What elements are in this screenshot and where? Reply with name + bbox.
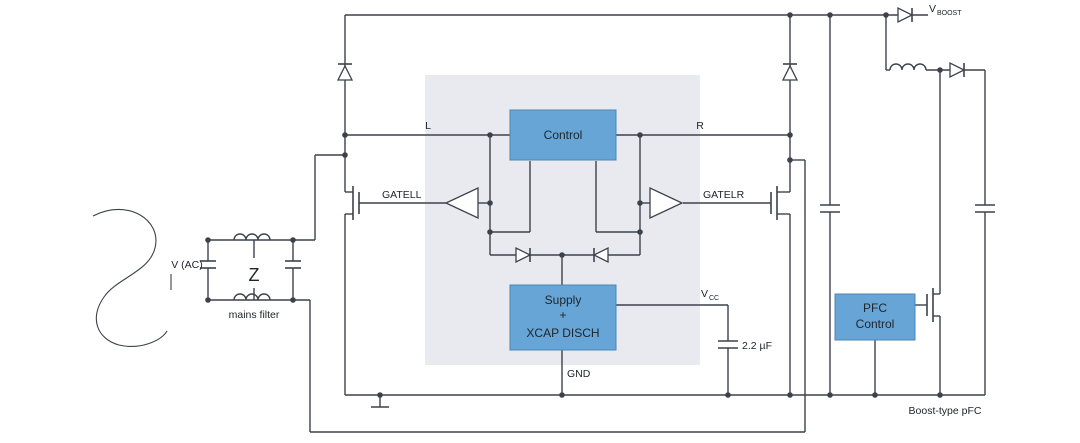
junction-dot [937, 392, 943, 398]
label-vcc-base: V [701, 288, 708, 300]
label-line-r: R [696, 120, 704, 132]
output-capacitor-icon [975, 204, 995, 213]
pfc-control-block [834, 293, 916, 341]
junction-dot [487, 200, 493, 206]
xcap-right-icon [285, 260, 301, 269]
junction-dot [342, 132, 348, 138]
junction-dot [883, 12, 889, 18]
label-gatell: GATELL [382, 189, 422, 201]
junction-dot [290, 297, 296, 303]
label-boost-type: Boost-type pFC [909, 405, 982, 417]
junction-dot [205, 237, 211, 243]
vboost-diode-icon [897, 6, 914, 24]
vcc-capacitor-icon [718, 340, 738, 349]
junction-dot [637, 132, 643, 138]
junction-dot [937, 67, 943, 73]
label-vac: V (AC) [171, 259, 203, 271]
junction-dot [787, 12, 793, 18]
junction-dot [559, 392, 565, 398]
junction-dot [342, 152, 348, 158]
supply-block-line3: XCAP DISCH [526, 326, 599, 340]
control-block-label: Control [544, 128, 583, 142]
junction-dot [487, 132, 493, 138]
junction-dot [290, 237, 296, 243]
label-vboost-sub: BOOST [937, 10, 962, 17]
junction-dot [787, 392, 793, 398]
label-cap-value: 2.2 µF [742, 340, 772, 352]
filter-inductor-top-icon [233, 233, 271, 241]
label-gnd: GND [567, 368, 591, 380]
or-diode-left-icon [515, 246, 532, 264]
boost-diode-icon [949, 61, 966, 79]
junction-dot [827, 12, 833, 18]
or-diode-right-icon [592, 246, 609, 264]
xcap-left-icon [200, 260, 216, 269]
sine-wave [92, 208, 168, 347]
label-vcc-sub: CC [709, 295, 719, 302]
junction-dot [559, 252, 565, 258]
junction-dot [787, 157, 793, 163]
label-gatelr: GATELR [703, 189, 745, 201]
junction-dot [637, 229, 643, 235]
bridge-diode-left-icon [336, 63, 354, 81]
junction-dot [487, 229, 493, 235]
label-impedance: Z [249, 265, 260, 285]
supply-block-line1: Supply [545, 293, 582, 307]
boost-inductor-icon [889, 63, 927, 71]
junction-dot [377, 392, 383, 398]
filter-inductor-bottom-icon [233, 293, 271, 301]
gate-driver-right-icon [649, 186, 684, 220]
supply-block [509, 284, 617, 351]
bus-capacitor-icon [820, 204, 840, 213]
gate-driver-left-icon [444, 186, 479, 220]
mosfet-right-icon [770, 186, 790, 220]
bridge-diode-right-icon [781, 63, 799, 81]
label-vboost-base: V [929, 3, 936, 15]
junction-dot [827, 392, 833, 398]
junction-dot [205, 297, 211, 303]
junction-dot [725, 392, 731, 398]
junction-dots [205, 12, 943, 398]
junction-dot [872, 392, 878, 398]
supply-block-line2: + [559, 308, 566, 322]
label-mains-filter: mains filter [229, 309, 280, 321]
label-line-l: L [425, 120, 431, 132]
mosfet-left-icon [345, 186, 360, 220]
control-block [509, 109, 617, 161]
pfc-block-line2: Control [856, 317, 895, 331]
junction-dot [637, 200, 643, 206]
pfc-mosfet-icon [926, 288, 940, 322]
junction-dot [787, 132, 793, 138]
pfc-block-line1: PFC [863, 301, 887, 315]
